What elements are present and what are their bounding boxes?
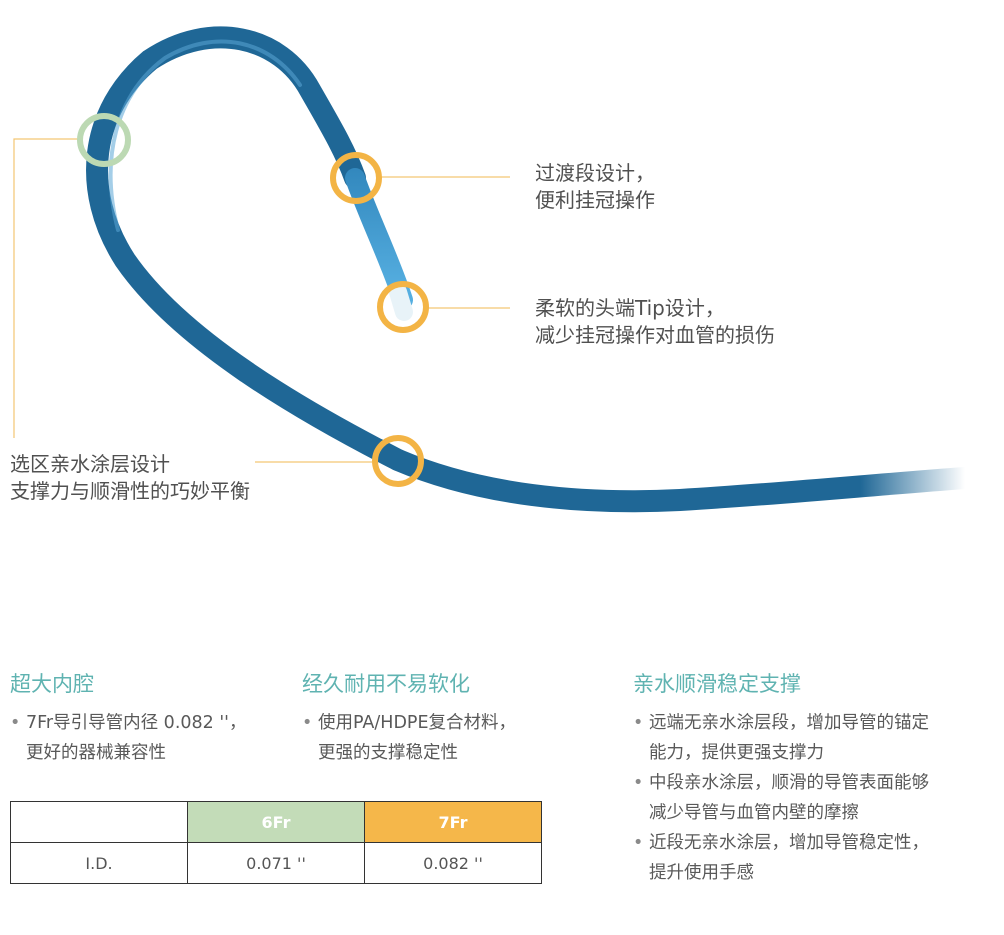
feature-lumen-list: 7Fr导引导管内径 0.082 ''， 更好的器械兼容性 [10,708,246,768]
table-header-empty [10,801,188,843]
callout-coating: 选区亲水涂层设计 支撑力与顺滑性的巧妙平衡 [10,451,250,505]
callout-tip-line2: 减少挂冠操作对血管的损伤 [535,323,775,347]
list-item: 近段无亲水涂层，增加导管稳定性， 提升使用手感 [633,828,929,888]
list-item: 使用PA/HDPE复合材料， 更强的支撑稳定性 [302,708,516,768]
bullet-line: 中段亲水涂层，顺滑的导管表面能够 [649,773,929,793]
catheter-diagram [13,26,976,513]
bullet-line: 更强的支撑稳定性 [318,743,458,763]
bullet-line: 近段无亲水涂层，增加导管稳定性， [649,833,929,853]
bullet-line: 能力，提供更强支撑力 [649,743,824,763]
tube-main [86,26,409,471]
callout-coating-line1: 选区亲水涂层设计 [10,452,170,476]
tube-proximal [387,449,976,513]
table-header-6fr: 6Fr [187,801,365,843]
callout-coating-line2: 支撑力与顺滑性的巧妙平衡 [10,479,250,503]
bullet-line: 更好的器械兼容性 [26,743,166,763]
feature-hydrophilic-title: 亲水顺滑稳定支撑 [633,672,801,696]
bullet-line: 提升使用手感 [649,863,754,883]
tube-distal [345,168,413,310]
bullet-line: 减少导管与血管内壁的摩擦 [649,803,859,823]
feature-durable: 经久耐用不易软化 使用PA/HDPE复合材料， 更强的支撑稳定性 [302,670,516,768]
feature-lumen-title: 超大内腔 [10,672,94,696]
callout-tip-line1: 柔软的头端Tip设计， [535,296,725,320]
tube-highlight [108,39,302,232]
tube-tip [389,283,413,321]
spec-table: 6Fr 7Fr I.D. 0.071 '' 0.082 '' [10,801,542,884]
table-row: I.D. 0.071 '' 0.082 '' [10,842,542,884]
table-cell-label: I.D. [10,842,188,884]
callout-tip: 柔软的头端Tip设计， 减少挂冠操作对血管的损伤 [535,295,775,349]
callout-transition-line1: 过渡段设计， [535,161,655,185]
ring-coating-start [77,113,131,167]
feature-durable-title: 经久耐用不易软化 [302,672,470,696]
ring-tip [377,281,429,333]
list-item: 远端无亲水涂层段，增加导管的锚定 能力，提供更强支撑力 [633,708,929,768]
table-cell-6fr: 0.071 '' [187,842,365,884]
ring-coating-end [372,435,424,487]
table-header-row: 6Fr 7Fr [10,801,542,843]
leader-lines [13,138,510,463]
list-item: 中段亲水涂层，顺滑的导管表面能够 减少导管与血管内壁的摩擦 [633,768,929,828]
feature-hydrophilic: 亲水顺滑稳定支撑 远端无亲水涂层段，增加导管的锚定 能力，提供更强支撑力 中段亲… [633,670,929,888]
table-header-7fr: 7Fr [364,801,542,843]
callout-transition: 过渡段设计， 便利挂冠操作 [535,160,655,214]
bullet-line: 远端无亲水涂层段，增加导管的锚定 [649,713,929,733]
catheter-tube [86,26,976,513]
callout-transition-line2: 便利挂冠操作 [535,188,655,212]
bullet-line: 7Fr导引导管内径 0.082 ''， [26,713,247,733]
list-item: 7Fr导引导管内径 0.082 ''， 更好的器械兼容性 [10,708,246,768]
feature-lumen: 超大内腔 7Fr导引导管内径 0.082 ''， 更好的器械兼容性 [10,670,246,768]
feature-durable-list: 使用PA/HDPE复合材料， 更强的支撑稳定性 [302,708,516,768]
ring-transition [330,152,382,204]
bullet-line: 使用PA/HDPE复合材料， [318,713,517,733]
feature-hydrophilic-list: 远端无亲水涂层段，增加导管的锚定 能力，提供更强支撑力 中段亲水涂层，顺滑的导管… [633,708,929,888]
table-cell-7fr: 0.082 '' [364,842,542,884]
